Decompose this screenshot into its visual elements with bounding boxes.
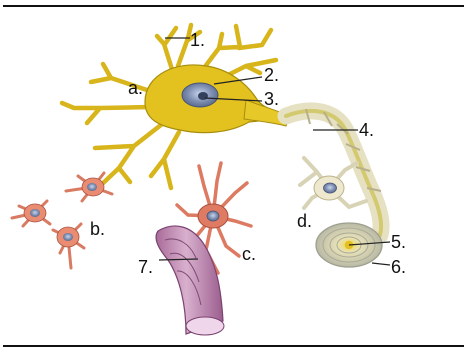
label-number-3: 3.	[264, 89, 279, 109]
nucleolus	[198, 92, 208, 100]
label-number-5: 5.	[391, 232, 406, 252]
label-number-2: 2.	[264, 65, 279, 85]
microglia-nucleus-1	[87, 183, 97, 191]
microglia-nucleus-2	[30, 209, 40, 217]
microglia-cell-2	[12, 201, 50, 226]
label-letter-c: c.	[242, 244, 256, 264]
microglia-nucleus-3	[63, 233, 73, 241]
label-letter-a: a.	[128, 78, 143, 98]
label-number-1: 1.	[190, 30, 205, 50]
label-number-4: 4.	[359, 120, 374, 140]
label-number-6: 6.	[391, 257, 406, 277]
label-letter-d: d.	[297, 211, 312, 231]
astrocyte-nucleus	[207, 211, 219, 221]
oligodendrocyte-nucleus	[324, 183, 337, 193]
label-number-7: 7.	[138, 257, 153, 277]
label-letter-b: b.	[90, 219, 105, 239]
leader-line-6	[372, 263, 390, 265]
vessel-opening	[186, 317, 224, 335]
microglia-cell-3	[53, 224, 84, 268]
oligodendrocyte-cell	[300, 158, 366, 208]
microglia-cell-1	[66, 173, 112, 201]
neuron-cell	[62, 25, 290, 188]
